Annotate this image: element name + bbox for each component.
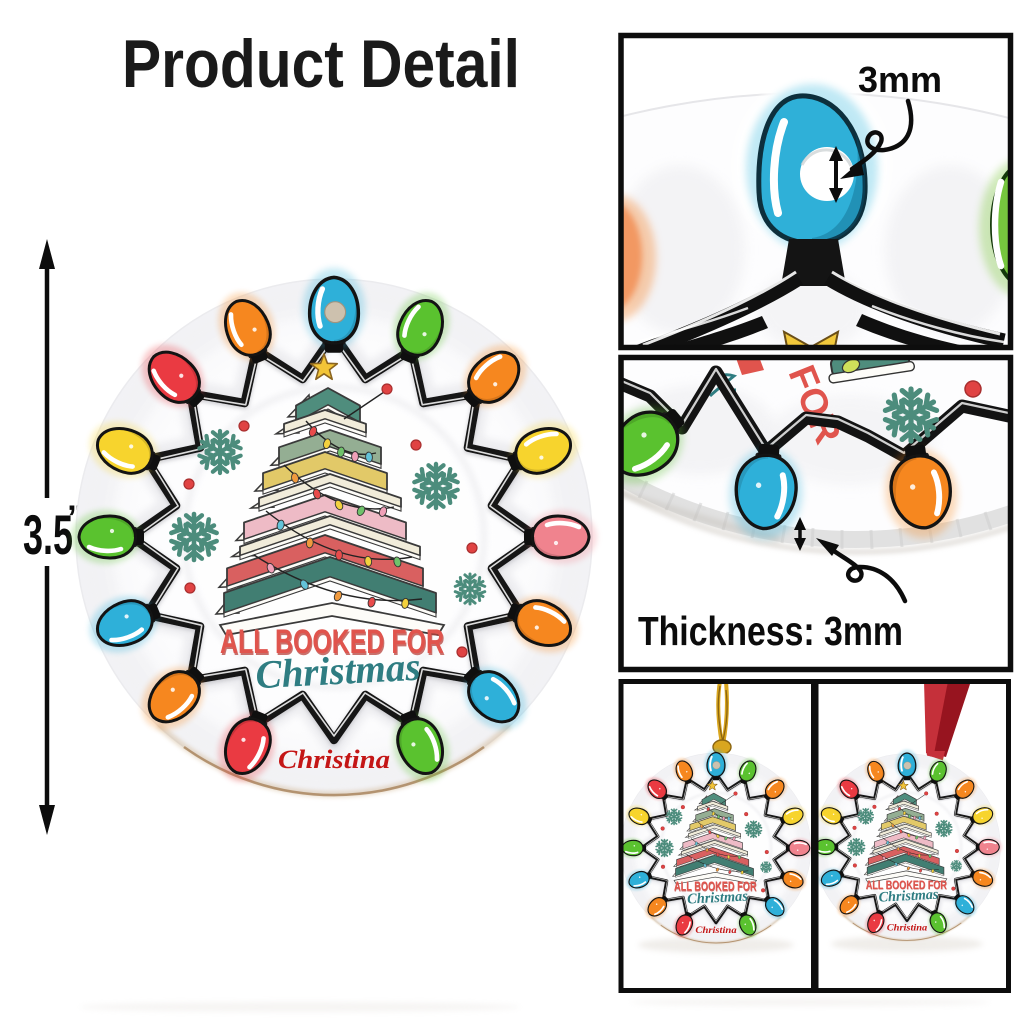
svg-text:3.5: 3.5 bbox=[23, 503, 73, 566]
svg-text:Thickness: 3mm: Thickness: 3mm bbox=[638, 608, 903, 654]
svg-text:3mm: 3mm bbox=[858, 59, 942, 100]
svg-text:Product Detail: Product Detail bbox=[122, 26, 520, 102]
